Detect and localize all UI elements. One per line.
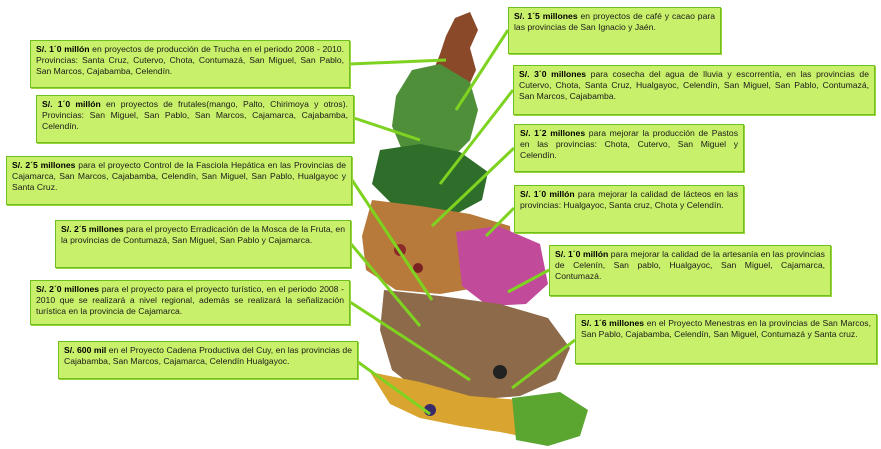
description: para mejorar la calidad de lácteos en la… [520,189,738,210]
map-southeast-green [512,392,588,446]
description: en el Proyecto Menestras en la provincia… [581,318,871,339]
info-box-menestras: S/. 1´6 millones en el Proyecto Menestra… [575,314,877,364]
amount: S/. 2´0 millones [36,284,100,294]
map-crafts [456,226,548,306]
info-box-frutales: S/. 1´0 millón en proyectos de frutales(… [36,95,354,143]
info-box-turistico: S/. 2´0 millones para el proyecto para e… [30,280,350,325]
info-box-mosca-fruta: S/. 2´5 millones para el proyecto Erradi… [55,220,351,268]
amount: S/. 2´5 millones [12,160,76,170]
amount: S/. 1´5 millones [514,11,578,21]
description: para el proyecto Control de la Fasciola … [12,160,346,192]
description: para cosecha del agua de lluvia y escorr… [519,69,869,101]
info-box-cuy: S/. 600 mil en el Proyecto Cadena Produc… [58,341,358,379]
amount: S/. 1´2 millones [520,128,586,138]
amount: S/. 1´0 millón [36,44,90,54]
description: para mejorar la calidad de la artesanía … [555,249,825,281]
info-box-artesania: S/. 1´0 millón para mejorar la calidad d… [549,245,831,296]
amount: S/. 3´0 millones [519,69,587,79]
amount: S/. 1´0 millón [42,99,101,109]
description: en proyectos de producción de Trucha en … [36,44,344,76]
amount: S/. 2´5 millones [61,224,124,234]
description: para el proyecto Erradicación de la Mosc… [61,224,345,245]
amount: S/. 600 mil [64,345,107,355]
connector-lines [349,29,576,416]
map-south-people [380,290,570,400]
description: en proyectos de café y cacao para las pr… [514,11,715,32]
description: para mejorar la producción de Pastos en … [520,128,738,160]
description: para el proyecto para el proyecto turíst… [36,284,344,316]
map-detail-dots-2 [413,263,423,273]
description: en el Proyecto Cadena Productiva del Cuy… [64,345,352,366]
map-detail-dots-3 [493,365,507,379]
info-box-cosecha-agua: S/. 3´0 millones para cosecha del agua d… [513,65,875,115]
description: en proyectos de frutales(mango, Palto, C… [42,99,348,131]
info-box-cafe-cacao: S/. 1´5 millones en proyectos de café y … [508,7,721,54]
amount: S/. 1´6 millones [581,318,645,328]
info-box-trucha: S/. 1´0 millón en proyectos de producció… [30,40,350,88]
info-box-fasciola: S/. 2´5 millones para el proyecto Contro… [6,156,352,205]
info-box-lacteos: S/. 1´0 millón para mejorar la calidad d… [514,185,744,233]
info-box-pastos: S/. 1´2 millones para mejorar la producc… [514,124,744,172]
amount: S/. 1´0 millón [555,249,609,259]
amount: S/. 1´0 millón [520,189,575,199]
